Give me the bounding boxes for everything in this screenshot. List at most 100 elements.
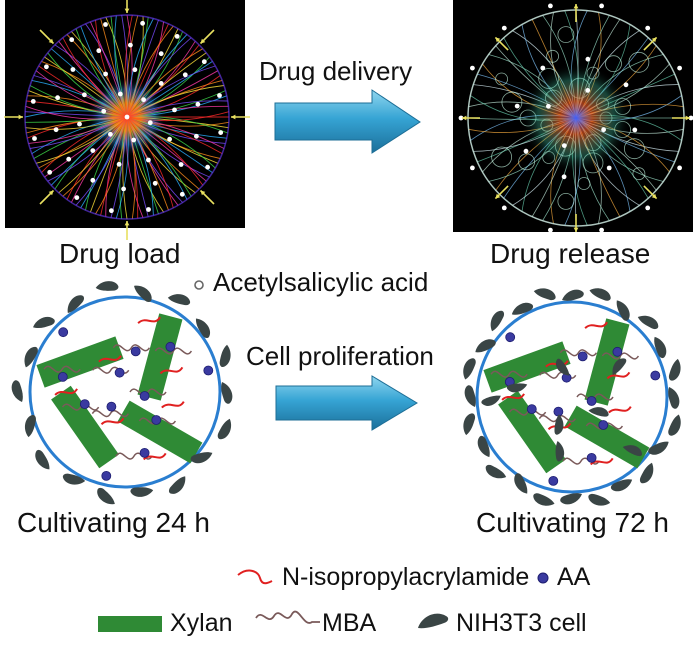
drug-dot (677, 66, 682, 71)
drug-dot (31, 99, 36, 104)
nih3t3-cell (215, 344, 236, 368)
drug-dot (562, 143, 567, 148)
aa-unit (613, 347, 622, 356)
acetylsalicylic-acid-marker (195, 281, 203, 289)
drug-dot (133, 67, 138, 72)
nih3t3-cell (221, 382, 232, 404)
legend-nipam-symbol (238, 571, 272, 584)
drug-dot (180, 192, 185, 197)
nih3t3-cell (214, 418, 237, 441)
nih3t3-cell (33, 317, 55, 328)
legend-mba-label: MBA (322, 609, 376, 638)
drug-dot (540, 66, 545, 71)
nih3t3-cell (95, 485, 116, 509)
nih3t3-cell (664, 414, 687, 438)
drug-dot (146, 158, 151, 163)
legend-nipam-label: N-isopropylacrylamide (282, 563, 529, 592)
drug-dot (586, 57, 591, 62)
aa-unit (102, 471, 111, 480)
drug-dot (101, 109, 106, 114)
aa-unit (166, 342, 175, 351)
nih3t3-cell (465, 385, 476, 407)
drug-dot (141, 97, 146, 102)
nih3t3-cell (457, 356, 480, 380)
aa-unit (204, 366, 213, 375)
aa-unit (549, 476, 558, 485)
drug-dot (562, 174, 567, 179)
drug-release-panel (453, 0, 693, 233)
drug-dot (90, 178, 95, 183)
drug-dot (109, 208, 114, 213)
legend-xylan-label: Xylan (170, 609, 233, 638)
drug-dot (524, 149, 529, 154)
drug-dot (125, 115, 130, 120)
drug-dot (607, 166, 612, 171)
drug-dot (645, 206, 650, 211)
nih3t3-cell (589, 282, 613, 305)
drug-dot (218, 130, 223, 135)
drug-dot (44, 64, 49, 69)
hydrogel-72h (457, 282, 686, 511)
cultivating-72h-label: Cultivating 72 h (476, 507, 669, 539)
drug-release-core (521, 63, 631, 173)
drug-dot (118, 92, 123, 97)
drug-dot (82, 92, 87, 97)
acetylsalicylic-acid-label: Acetylsalicylic acid (213, 267, 428, 298)
drug-dot (624, 82, 629, 87)
nih3t3-cell (665, 358, 687, 382)
drug-dot (128, 43, 133, 48)
aa-unit (131, 347, 140, 356)
cell-proliferation-label: Cell proliferation (246, 341, 434, 372)
legend-xylan-symbol (98, 616, 162, 632)
cultivating-24h-label: Cultivating 24 h (17, 507, 210, 539)
drug-dot (77, 122, 82, 127)
drug-delivery-arrow (275, 90, 420, 153)
aa-unit (107, 402, 116, 411)
nih3t3-cell (458, 411, 480, 435)
drug-dot (108, 132, 113, 137)
aa-unit (506, 333, 515, 342)
nih3t3-cell (34, 448, 50, 472)
legend-aa-label: AA (557, 563, 590, 592)
aa-unit (152, 416, 161, 425)
nih3t3-cell (167, 289, 191, 310)
drug-dot (159, 51, 164, 56)
drug-dot (470, 66, 475, 71)
drug-dot (599, 228, 604, 233)
aa-unit (140, 392, 149, 401)
drug-dot (172, 108, 177, 113)
drug-dot (148, 120, 153, 125)
aa-unit (58, 372, 67, 381)
drug-dot (54, 127, 59, 132)
aa-unit (651, 371, 660, 380)
drug-dot (546, 104, 551, 109)
drug-dot (90, 148, 95, 153)
drug-dot (55, 95, 60, 100)
drug-dot (146, 207, 151, 212)
drug-dot (153, 181, 158, 186)
drug-dot (96, 48, 101, 53)
aa-unit (587, 453, 596, 462)
aa-unit (115, 368, 124, 377)
drug-dot (202, 59, 207, 64)
drug-dot (470, 166, 475, 171)
drug-dot (601, 127, 606, 132)
drug-dot (502, 26, 507, 31)
drug-dot (32, 136, 37, 141)
drug-delivery-label: Drug delivery (259, 56, 412, 87)
aa-unit (80, 400, 89, 409)
drug-dot (66, 157, 71, 162)
drug-dot (515, 104, 520, 109)
drug-dot (167, 137, 172, 142)
legend-cell-symbol (418, 614, 448, 629)
drug-dot (159, 81, 164, 86)
aa-unit (578, 352, 587, 361)
drug-dot (47, 170, 52, 175)
drug-dot (645, 26, 650, 31)
drug-dot (140, 21, 145, 26)
nih3t3-cell (95, 278, 119, 294)
legend-mba-symbol (256, 612, 320, 623)
drug-dot (502, 206, 507, 211)
drug-dot (217, 93, 222, 98)
